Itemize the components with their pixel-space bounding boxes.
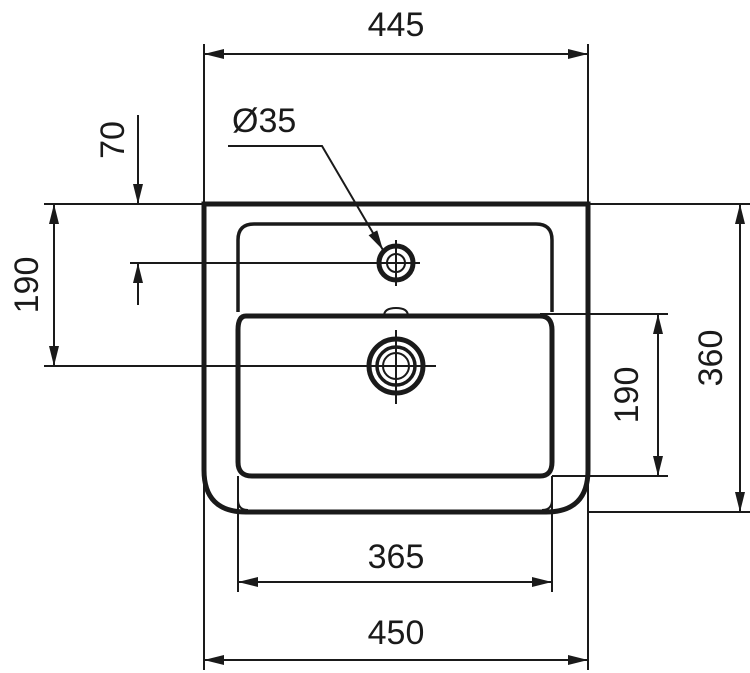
dim-right-total-height-label: 360 [692,330,730,387]
dim-bottom-width-label: 450 [368,614,425,652]
dim-inner-width-label: 365 [368,538,425,576]
overflow-slot [383,306,409,317]
dim-left-height: 190 [8,204,436,367]
dim-bottom-width: 450 [203,470,589,670]
dim-right-total-height: 360 [588,204,750,513]
tap-ledge [236,222,554,312]
basin-outline [201,201,591,515]
dim-inner-width: 365 [237,476,553,592]
dim-left-height-label: 190 [8,257,46,314]
dim-right-inner-height: 190 [540,313,668,477]
dim-top-width-label: 445 [368,6,425,44]
dim-top-width: 445 [203,6,589,204]
dim-hole-diameter-label: Ø35 [232,102,296,140]
dim-hole-offset: 70 [94,115,420,305]
dim-hole-diameter: Ø35 [228,102,384,251]
dim-hole-offset-label: 70 [94,121,132,159]
dim-right-inner-height-label: 190 [608,367,646,424]
